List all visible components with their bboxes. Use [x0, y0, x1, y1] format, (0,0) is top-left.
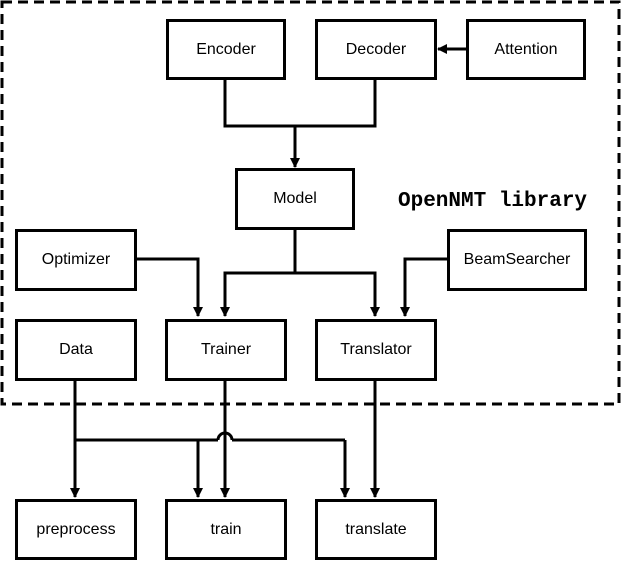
optimizer-node: Optimizer: [15, 229, 137, 291]
translator-node: Translator: [315, 319, 437, 381]
edge-encoder-to-model: [223, 79, 295, 128]
train-node: train: [165, 499, 287, 560]
translate-node: translate: [315, 499, 437, 560]
library-boundary: [0, 0, 621, 406]
model-node: Model: [235, 168, 355, 230]
edge-model-to-trainer: [220, 229, 297, 317]
decoder-node: Decoder: [315, 19, 437, 80]
edge-model-to-translator: [295, 271, 380, 317]
edge-beamsearcher-to-translator: [400, 257, 447, 317]
attention-node: Attention: [466, 19, 586, 80]
preprocess-node: preprocess: [15, 499, 137, 560]
data-node: Data: [15, 319, 137, 381]
encoder-node: Encoder: [166, 19, 286, 80]
edge-data-to-train: [75, 438, 345, 497]
library-label: OpenNMT library: [398, 190, 588, 213]
beamsearcher-node: BeamSearcher: [447, 229, 587, 291]
edge-decoder-to-model: [290, 79, 377, 168]
edge-optimizer-to-trainer: [136, 257, 203, 317]
trainer-node: Trainer: [165, 319, 287, 381]
